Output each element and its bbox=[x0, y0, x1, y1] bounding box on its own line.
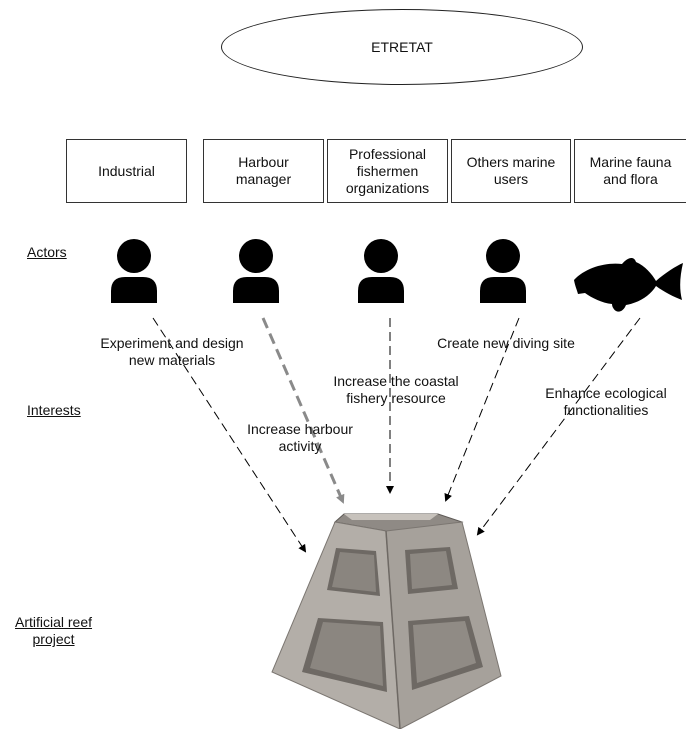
stakeholder-label: Others marine users bbox=[466, 154, 556, 187]
person-icon bbox=[233, 239, 279, 303]
interest-industrial: Experiment and design new materials bbox=[100, 335, 244, 368]
row-label-interests: Interests bbox=[27, 402, 81, 418]
stakeholder-box-fishermen: Professional fishermen organizations bbox=[327, 139, 448, 203]
reef-structure bbox=[271, 513, 502, 729]
stakeholder-box-fauna-flora: Marine fauna and flora bbox=[574, 139, 686, 203]
interest-fauna: Enhance ecological functionalities bbox=[545, 385, 667, 418]
row-label-project: Artificial reef project bbox=[15, 614, 93, 647]
interest-fishermen: Increase the coastal fishery resource bbox=[333, 373, 459, 406]
fish-icon bbox=[574, 258, 683, 312]
row-label-actors: Actors bbox=[27, 244, 67, 260]
stakeholder-label: Harbour manager bbox=[235, 154, 292, 187]
stakeholder-box-marine-users: Others marine users bbox=[451, 139, 571, 203]
location-label: ETRETAT bbox=[371, 39, 433, 55]
arrow-industrial bbox=[152, 317, 307, 553]
person-icon bbox=[111, 239, 157, 303]
stakeholder-label: Professional fishermen organizations bbox=[345, 145, 430, 196]
arrow-marine-users bbox=[444, 317, 520, 502]
interest-harbour: Increase harbour activity bbox=[247, 421, 353, 454]
person-icon bbox=[358, 239, 404, 303]
location-ellipse: ETRETAT bbox=[221, 9, 583, 85]
stakeholder-label: Industrial bbox=[98, 162, 155, 179]
stakeholder-box-harbour-manager: Harbour manager bbox=[203, 139, 324, 203]
interest-marine-users: Create new diving site bbox=[437, 335, 575, 351]
arrow-fauna bbox=[476, 317, 641, 536]
stakeholder-label: Marine fauna and flora bbox=[589, 154, 672, 187]
stakeholder-box-industrial: Industrial bbox=[66, 139, 187, 203]
arrow-harbour bbox=[261, 317, 345, 504]
person-icon bbox=[480, 239, 526, 303]
